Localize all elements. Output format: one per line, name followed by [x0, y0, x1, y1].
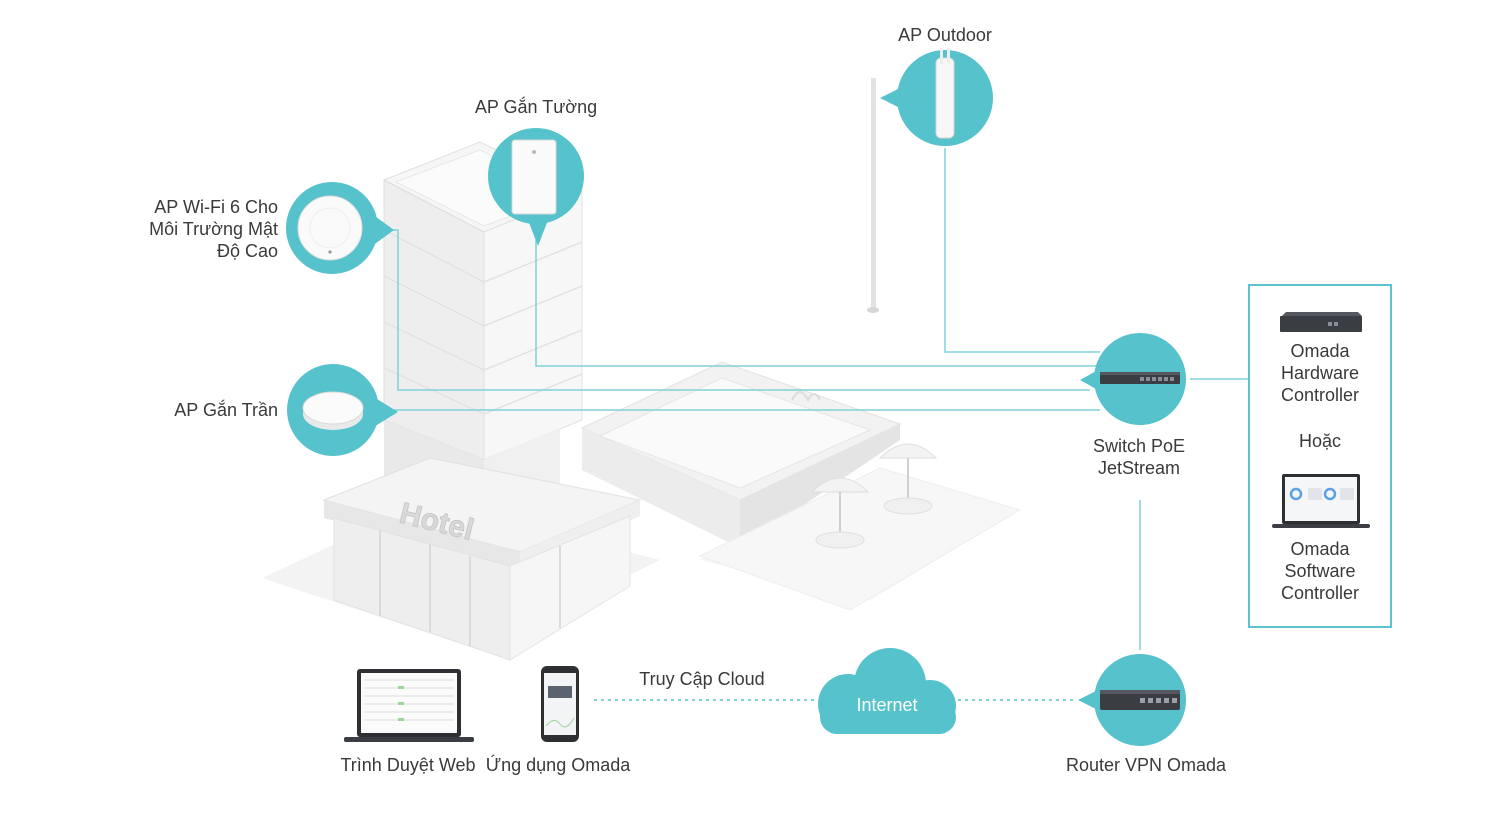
umbrella-2: [878, 443, 938, 515]
ap-wall-label: AP Gắn Tường: [474, 97, 598, 117]
wall-ap-icon: [511, 139, 557, 215]
ap-wifi6-label-line2: Môi Trường Mật: [149, 219, 278, 239]
hardware-controller-icon: [1280, 312, 1362, 332]
router-bubble: [1078, 654, 1186, 746]
switch-label-line1: Switch PoE: [1092, 436, 1186, 456]
cloud-access-label: Truy Cập Cloud: [639, 669, 765, 689]
laptop-icon: [344, 669, 474, 742]
software-controller-line1: Omada: [1290, 539, 1350, 559]
ap-wifi6-label-line1: AP Wi-Fi 6 Cho: [154, 197, 278, 217]
hardware-controller-line1: Omada: [1290, 341, 1350, 361]
hardware-controller-line2: Hardware: [1280, 363, 1360, 383]
ap-wifi6-label: AP Wi-Fi 6 Cho Môi Trường Mật Độ Cao: [120, 196, 278, 262]
web-browser-label: Trình Duyệt Web: [340, 755, 476, 775]
software-controller-label: Omada Software Controller: [1260, 538, 1380, 604]
ap-ceiling-label: AP Gắn Trần: [174, 400, 278, 420]
hotel-lobby: [322, 457, 642, 661]
switch-bubble: [1080, 333, 1186, 425]
hotel-tower: [382, 141, 584, 520]
router-label: Router VPN Omada: [1065, 755, 1227, 775]
ceiling-ap-wifi6-icon: [297, 195, 363, 261]
outdoor-pole: [867, 78, 879, 313]
ap-ceiling-bubble: [287, 364, 398, 456]
ap-wifi6-bubble: [286, 182, 394, 274]
or-label: Hoặc: [1298, 431, 1342, 451]
switch-label: Switch PoE JetStream: [1070, 435, 1208, 479]
software-controller-line2: Software: [1284, 561, 1356, 581]
cloud-icon: [818, 648, 956, 734]
ap-outdoor-bubble: [880, 48, 993, 146]
ap-outdoor-label: AP Outdoor: [898, 25, 992, 45]
internet-label: Internet: [856, 695, 917, 715]
poe-switch-icon: [1100, 372, 1180, 384]
hardware-controller-line3: Controller: [1280, 385, 1360, 405]
controller-options-box: [1248, 284, 1392, 628]
ap-wall-bubble: [488, 128, 584, 246]
omada-app-label: Ứng dụng Omada: [485, 755, 631, 775]
laptop-dashboard-icon: [1272, 474, 1370, 528]
software-controller-line3: Controller: [1280, 583, 1360, 603]
ceiling-ap-icon: [302, 391, 364, 430]
umbrella-1: [810, 477, 870, 549]
hardware-controller-label: Omada Hardware Controller: [1260, 340, 1380, 406]
switch-label-line2: JetStream: [1097, 458, 1181, 478]
ap-wifi6-label-line3: Độ Cao: [216, 241, 278, 261]
outdoor-ap-icon: [935, 48, 955, 139]
smartphone-icon: [541, 666, 579, 742]
vpn-router-icon: [1100, 690, 1180, 710]
